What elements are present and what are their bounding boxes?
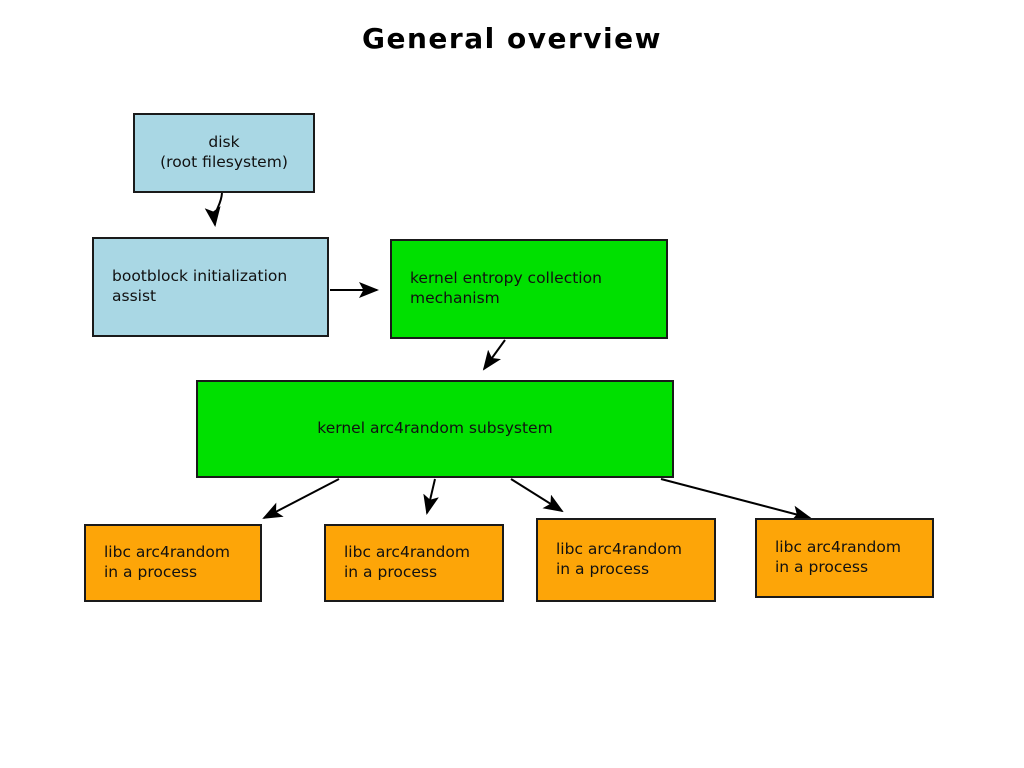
edge-arc4random-to-libc-4: [660, 478, 812, 522]
edge-arc4random-to-libc-3: [510, 478, 564, 513]
node-label-libc-process-4: libc arc4random in a process: [775, 538, 901, 576]
node-libc-process-4[interactable]: libc arc4random in a process: [755, 518, 934, 598]
node-label-bootblock: bootblock initialization assist: [112, 267, 288, 305]
edge-disk-to-bootblock: [204, 192, 223, 227]
node-bootblock[interactable]: bootblock initialization assist: [92, 237, 329, 337]
node-libc-process-3[interactable]: libc arc4random in a process: [536, 518, 716, 602]
node-kernel-entropy[interactable]: kernel entropy collection mechanism: [390, 239, 668, 339]
node-label-disk: disk (root filesystem): [160, 133, 288, 171]
edge-kernel-entropy-to-arc4random: [482, 339, 506, 371]
page-title: General overview: [362, 22, 662, 55]
node-label-kernel-arc4random: kernel arc4random subsystem: [317, 419, 553, 438]
node-label-kernel-entropy: kernel entropy collection mechanism: [410, 269, 602, 307]
node-libc-process-2[interactable]: libc arc4random in a process: [324, 524, 504, 602]
node-label-libc-process-3: libc arc4random in a process: [556, 540, 682, 578]
edge-arc4random-to-libc-2: [423, 478, 439, 515]
node-kernel-arc4random[interactable]: kernel arc4random subsystem: [196, 380, 674, 478]
node-disk[interactable]: disk (root filesystem): [133, 113, 315, 193]
node-label-libc-process-2: libc arc4random in a process: [344, 543, 470, 581]
edge-arc4random-to-libc-1: [262, 478, 340, 519]
node-label-libc-process-1: libc arc4random in a process: [104, 543, 230, 581]
edges-group: [204, 192, 812, 522]
node-libc-process-1[interactable]: libc arc4random in a process: [84, 524, 262, 602]
